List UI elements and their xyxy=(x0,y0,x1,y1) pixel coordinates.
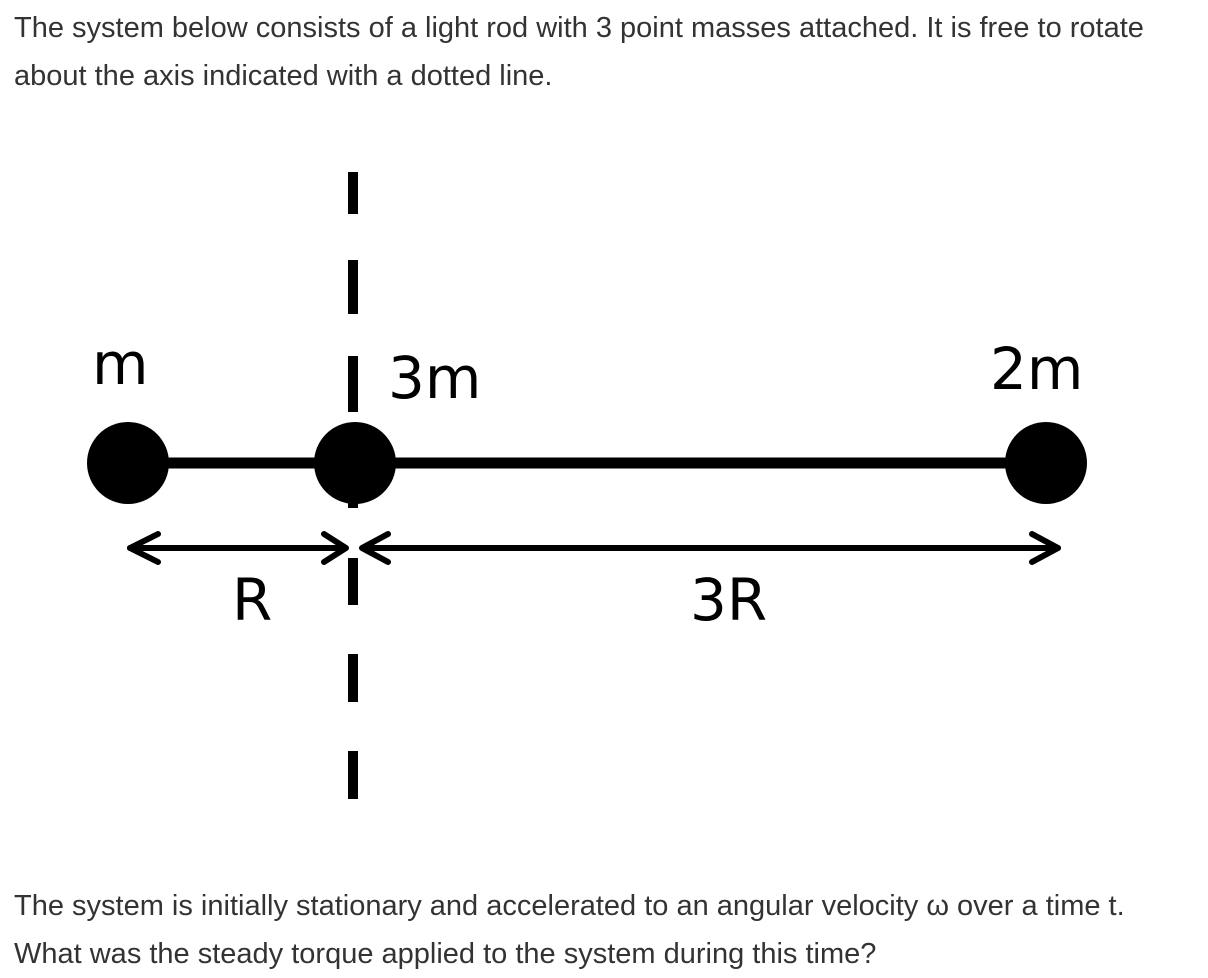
distance-label-r: R xyxy=(232,566,272,634)
intro-paragraph: The system below consists of a light rod… xyxy=(14,12,1144,92)
mass-label-axis: 3m xyxy=(388,344,481,412)
distance-label-3r: 3R xyxy=(690,566,767,634)
mass-axis xyxy=(314,422,396,504)
mass-right xyxy=(1005,422,1087,504)
distance-arrow-r xyxy=(127,531,349,565)
question-paragraph: The system is initially stationary and a… xyxy=(14,890,1125,970)
mass-left xyxy=(87,422,169,504)
mass-label-right: 2m xyxy=(990,335,1083,403)
distance-arrow-3r xyxy=(359,531,1061,565)
mass-label-left: m xyxy=(92,330,149,398)
